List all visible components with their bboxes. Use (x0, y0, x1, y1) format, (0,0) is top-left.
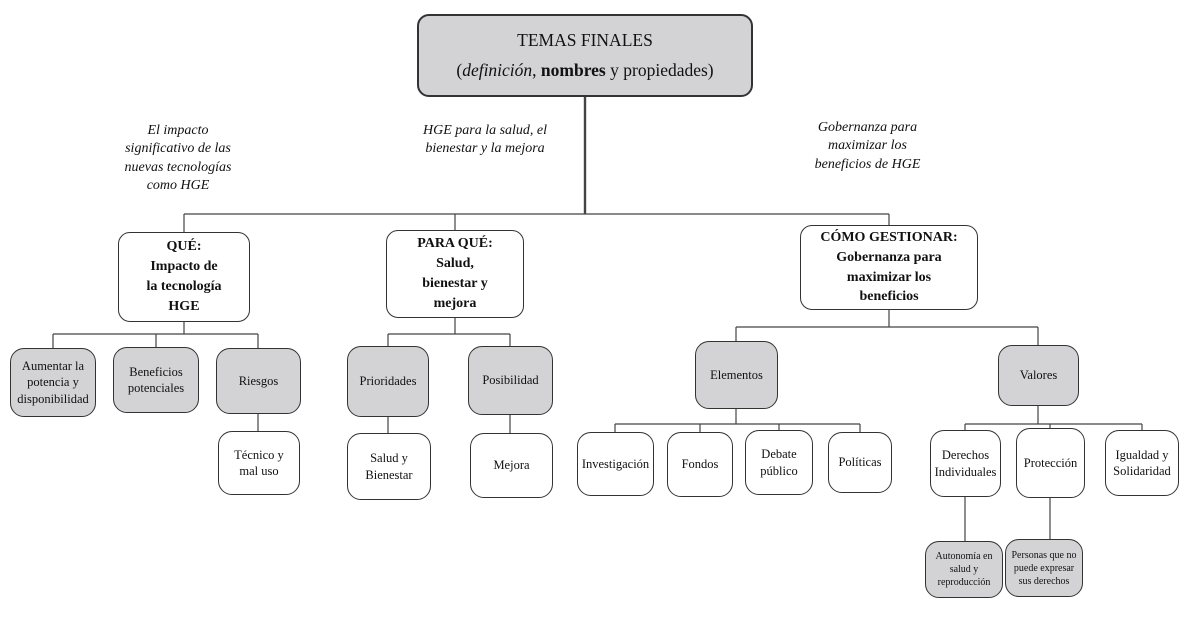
node-riesgos: Riesgos (216, 348, 301, 414)
node-posibilidad: Posibilidad (468, 346, 553, 415)
node-para-que: PARA QUÉ: Salud, bienestar y mejora (386, 230, 524, 318)
annotation-center: HGE para la salud, el bienestar y la mej… (422, 123, 548, 157)
node-elementos: Elementos (695, 341, 778, 409)
annotation-left: El impacto significativo de las nuevas t… (124, 123, 232, 194)
node-que: QUÉ: Impacto de la tecnología HGE (118, 232, 250, 322)
node-derechos-individuales: Derechos Individuales (930, 430, 1001, 497)
node-debate-publico: Debate público (745, 430, 813, 495)
node-investigacion: Investigación (577, 432, 654, 496)
node-temas-finales: TEMAS FINALES (definición, nombres y pro… (417, 14, 753, 97)
annotation-right: Gobernanza para maximizar los beneficios… (814, 120, 921, 172)
node-politicas: Políticas (828, 432, 892, 493)
node-fondos: Fondos (667, 432, 733, 497)
node-salud-bienestar: Salud y Bienestar (347, 433, 431, 500)
node-aumentar-potencia: Aumentar la potencia y disponibilidad (10, 348, 96, 417)
root-title: TEMAS FINALES (517, 30, 653, 50)
root-subtitle: (definición, nombres y propiedades) (456, 60, 714, 80)
node-personas: Personas que no puede expresar sus derec… (1005, 539, 1083, 597)
node-beneficios-potenciales: Beneficios potenciales (113, 347, 199, 413)
node-igualdad-solidaridad: Igualdad y Solidaridad (1105, 430, 1179, 496)
node-como-gestionar: CÓMO GESTIONAR: Gobernanza para maximiza… (800, 225, 978, 310)
node-proteccion: Protección (1016, 428, 1085, 498)
node-tecnico-mal-uso: Técnico y mal uso (218, 431, 300, 495)
node-prioridades: Prioridades (347, 346, 429, 417)
node-autonomia: Autonomía en salud y reproducción (925, 541, 1003, 598)
node-mejora: Mejora (470, 433, 553, 498)
node-valores: Valores (998, 345, 1079, 406)
